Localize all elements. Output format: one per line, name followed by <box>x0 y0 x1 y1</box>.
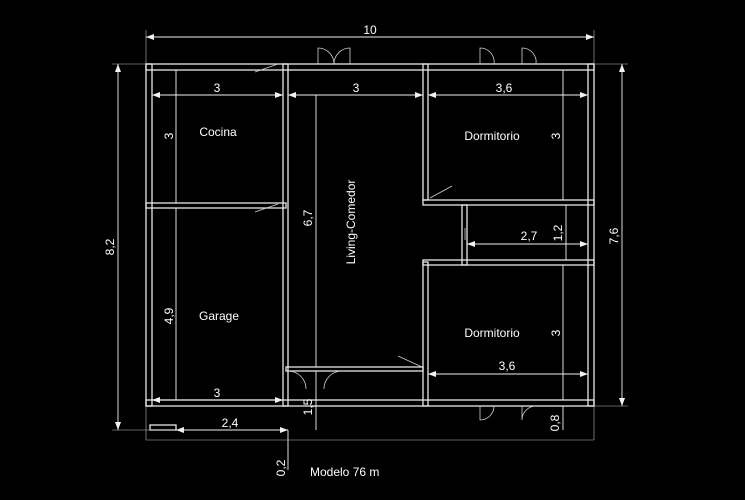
dim-total-height: 8,2 <box>103 238 117 255</box>
dim-base-offset: 0,2 <box>274 459 288 476</box>
exterior-walls <box>145 63 595 407</box>
dim-total-width: 10 <box>363 23 377 37</box>
dimension-labels: 10 8,2 7,6 3 3 3,6 3 6,7 3 2,7 1,2 4,9 3… <box>103 23 621 476</box>
dim-dorm-top-width: 3,6 <box>496 81 513 95</box>
dim-garage-width: 3 <box>214 386 221 400</box>
dim-cocina-width: 3 <box>214 81 221 95</box>
dimension-lines <box>112 30 628 470</box>
dim-front-offset: 0,8 <box>548 414 562 431</box>
room-label-cocina: Cocina <box>199 125 237 139</box>
plan-caption: Modelo 76 m <box>310 465 379 479</box>
dim-dorm-top-height: 3 <box>549 132 563 139</box>
dim-bath-width: 2,7 <box>521 229 538 243</box>
dim-right-height: 7,6 <box>607 227 621 244</box>
room-labels: Cocina Garage Living-Comedor Dormitorio … <box>199 125 520 340</box>
dim-front-width: 2,4 <box>222 416 239 430</box>
doors <box>254 47 537 421</box>
dim-dorm-bottom-width: 3,6 <box>499 359 516 373</box>
room-label-living: Living-Comedor <box>344 180 358 265</box>
room-label-dormitorio-top: Dormitorio <box>464 129 520 143</box>
dim-dorm-bottom-height: 3 <box>549 329 563 336</box>
dim-entry-depth: 1,5 <box>301 398 315 415</box>
dim-living-width: 3 <box>353 81 360 95</box>
dim-bath-height: 1,2 <box>551 224 565 241</box>
dim-cocina-height: 3 <box>162 132 176 139</box>
room-label-dormitorio-bottom: Dormitorio <box>464 326 520 340</box>
dim-garage-height: 4,9 <box>162 307 176 324</box>
dim-living-height: 6,7 <box>301 209 315 226</box>
interior-walls <box>145 63 595 431</box>
room-label-garage: Garage <box>199 309 239 323</box>
